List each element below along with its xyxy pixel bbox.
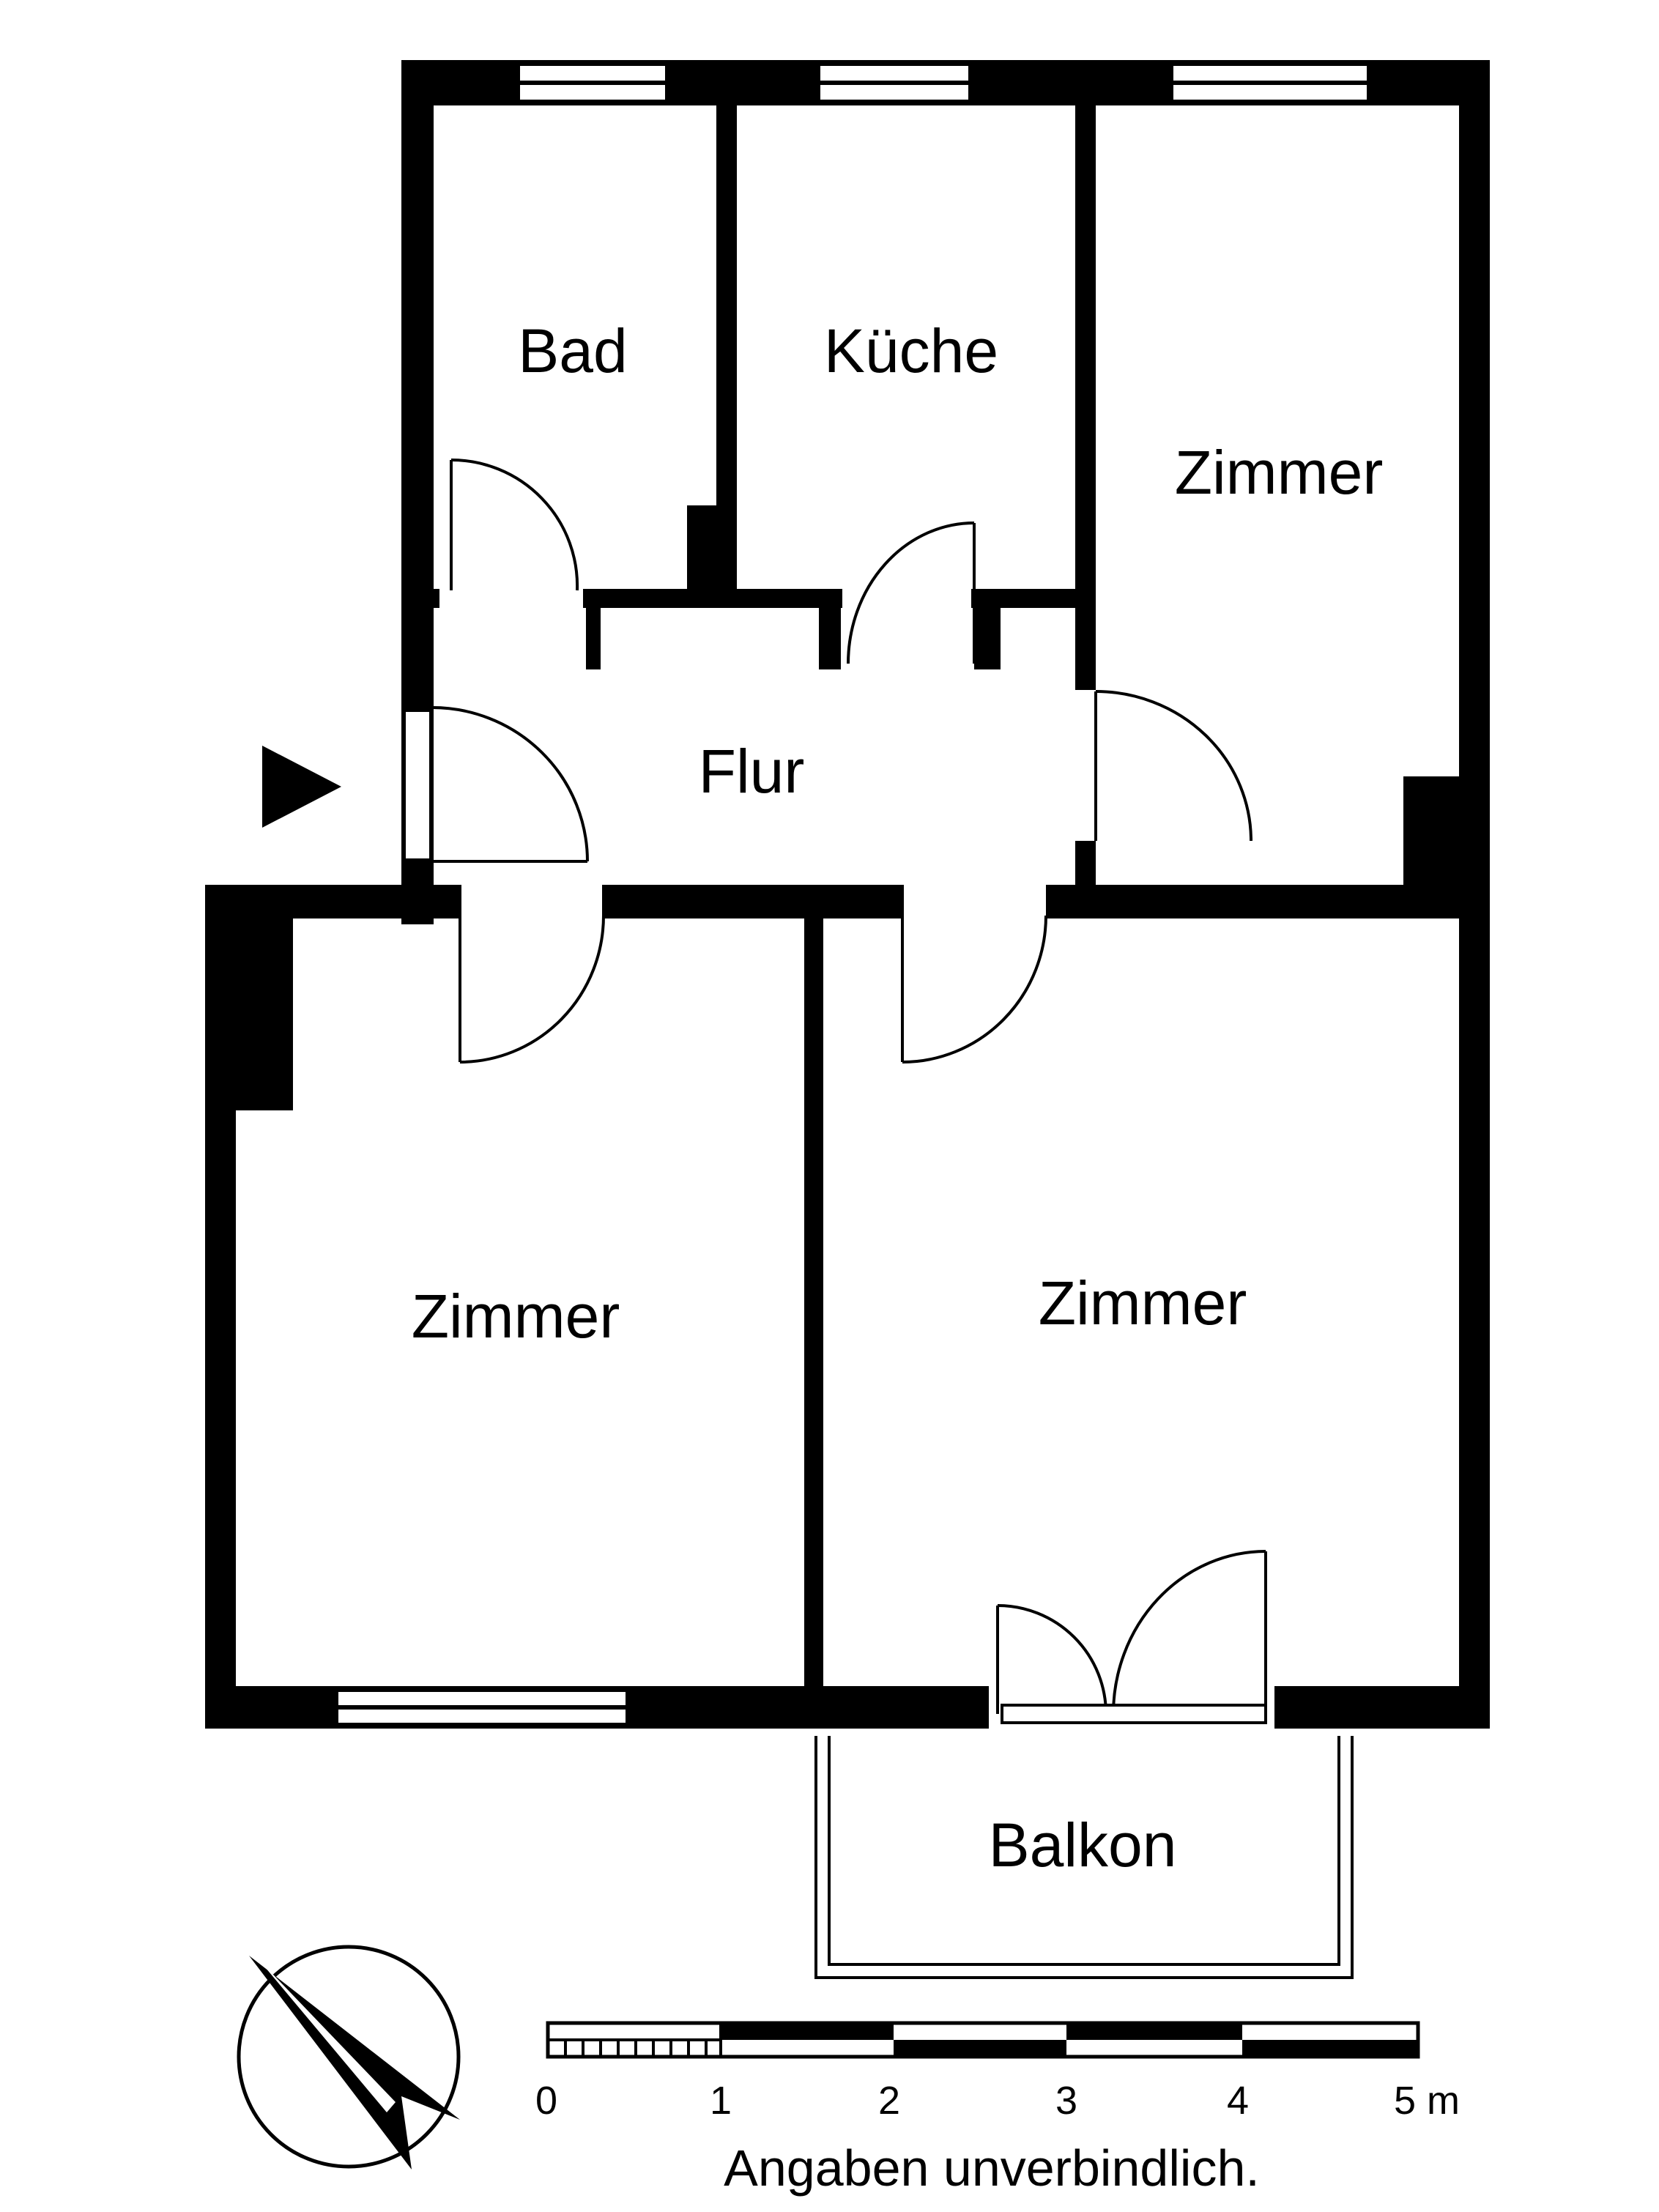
door-openings bbox=[439, 589, 1274, 1729]
room-label-zimmer-bottom-right: Zimmer bbox=[1039, 1269, 1247, 1337]
scale-tick-5: 5 m bbox=[1394, 2079, 1460, 2123]
doors bbox=[431, 459, 1267, 1724]
room-label-zimmer-top-right: Zimmer bbox=[1175, 438, 1384, 507]
room-label-bad: Bad bbox=[518, 316, 627, 385]
disclaimer: Angaben unverbindlich. bbox=[724, 2139, 1260, 2197]
walls bbox=[205, 60, 1490, 1729]
scale-tick-3: 3 bbox=[1055, 2079, 1077, 2123]
north-compass-icon bbox=[237, 1945, 461, 2170]
scale-bar: 0 1 2 3 4 5 m bbox=[535, 2021, 1460, 2123]
entrance-arrow-icon bbox=[262, 746, 341, 828]
room-label-flur: Flur bbox=[699, 737, 805, 806]
room-label-kueche: Küche bbox=[824, 316, 998, 385]
entrance-opening bbox=[403, 709, 432, 861]
windows bbox=[335, 63, 1370, 1726]
room-label-zimmer-bottom-left: Zimmer bbox=[412, 1282, 620, 1351]
scale-tick-0: 0 bbox=[535, 2079, 557, 2123]
scale-tick-1: 1 bbox=[710, 2079, 732, 2123]
room-label-balkon: Balkon bbox=[989, 1811, 1177, 1879]
scale-tick-2: 2 bbox=[878, 2079, 900, 2123]
balcony-railing bbox=[814, 1736, 1354, 1979]
scale-tick-4: 4 bbox=[1227, 2079, 1249, 2123]
